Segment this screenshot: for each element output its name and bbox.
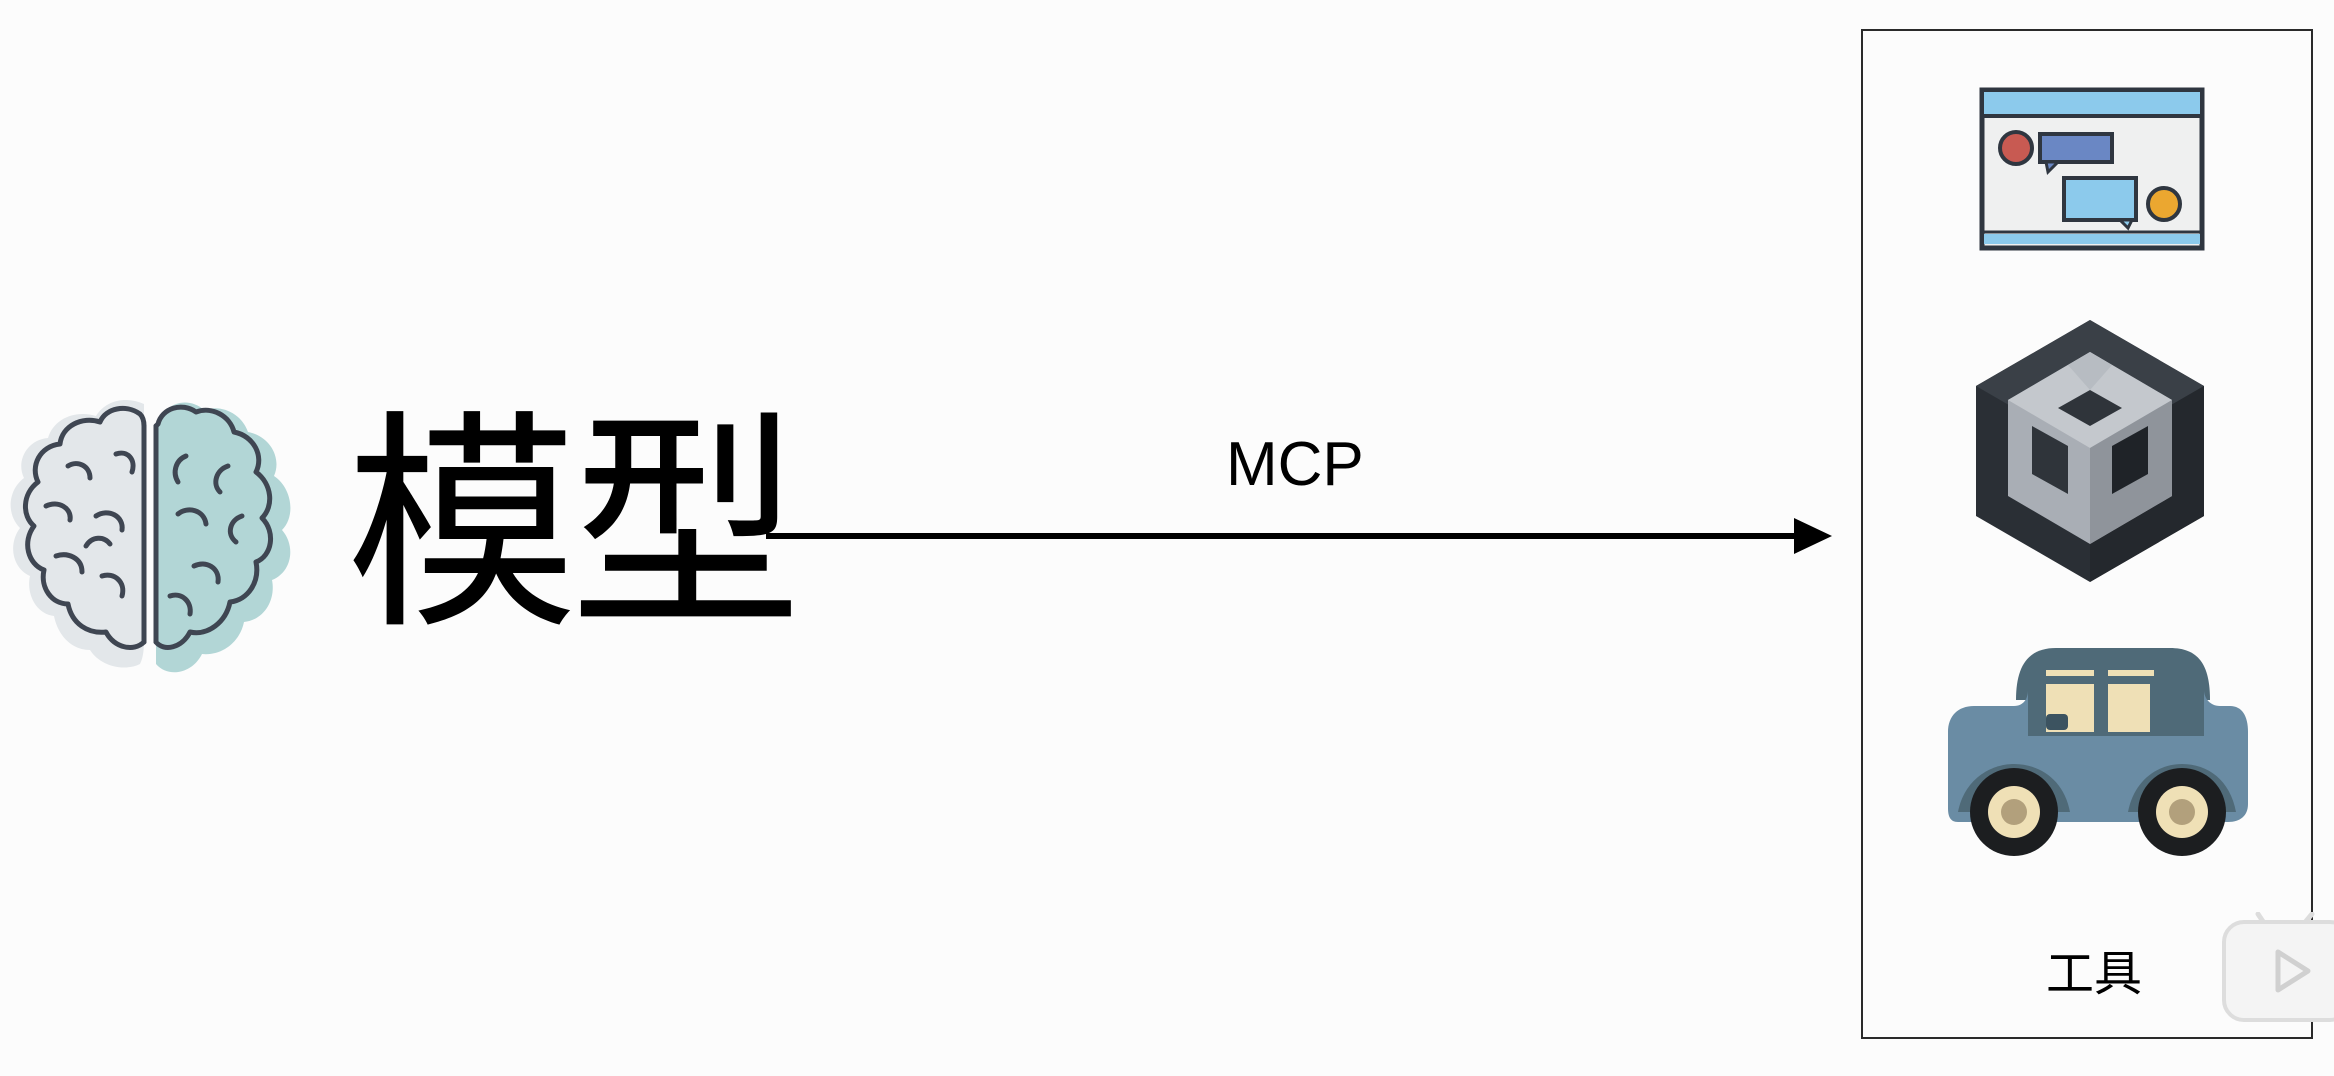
unity-logo-icon xyxy=(1976,320,2204,582)
model-label: 模型 xyxy=(346,391,802,661)
arrow-right-icon xyxy=(766,518,1832,554)
play-icon[interactable] xyxy=(2222,912,2334,1022)
car-icon xyxy=(1948,648,2248,856)
tools-label: 工具 xyxy=(2046,946,2143,1002)
brain-icon xyxy=(10,400,291,673)
mcp-label: MCP xyxy=(1226,430,1364,499)
chat-window-icon xyxy=(1979,87,2205,251)
